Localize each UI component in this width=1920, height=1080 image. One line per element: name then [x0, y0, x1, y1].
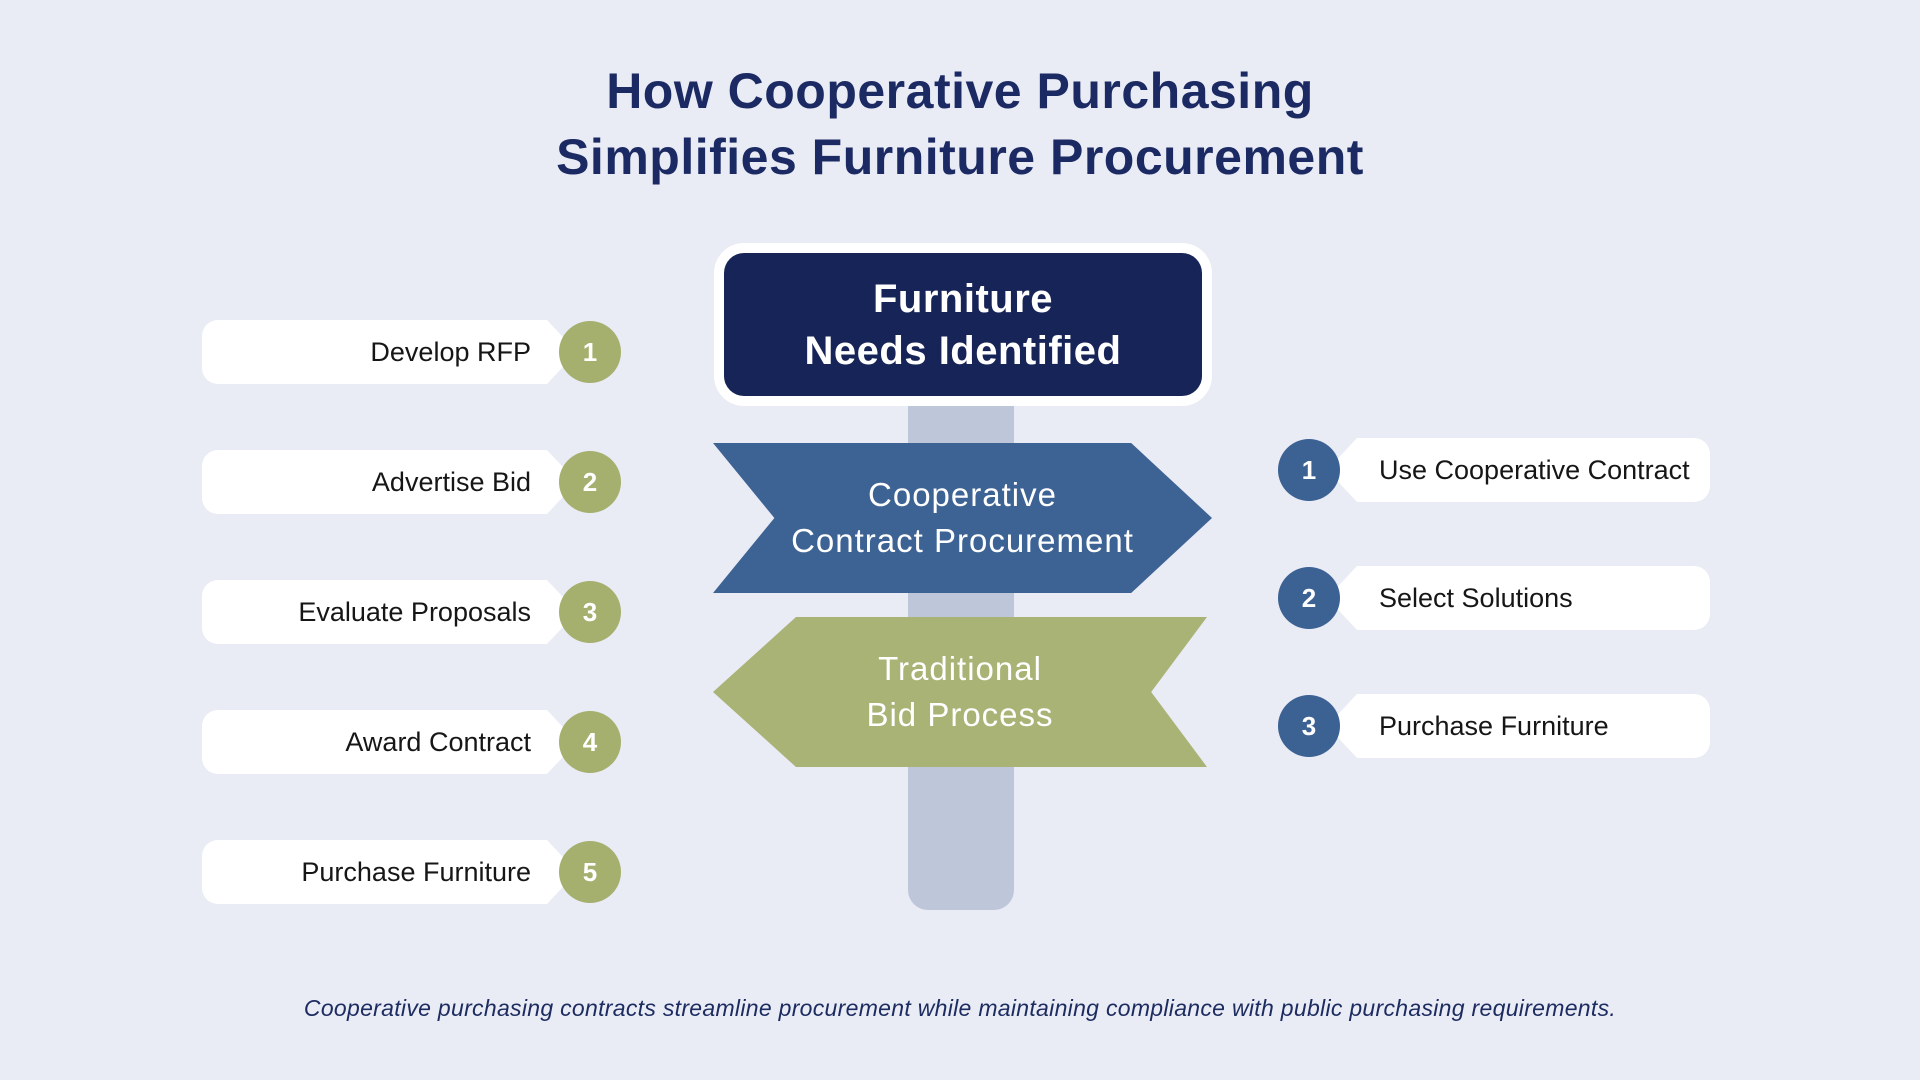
- step-number-badge: 4: [559, 711, 621, 773]
- step-number-badge: 1: [1278, 439, 1340, 501]
- step-number-badge: 2: [559, 451, 621, 513]
- footnote-text: Cooperative purchasing contracts streaml…: [303, 995, 1617, 1021]
- furniture-needs-sign: Furniture Needs Identified: [714, 243, 1212, 406]
- step-number-badge: 1: [559, 321, 621, 383]
- step-card: Develop RFP: [202, 320, 577, 384]
- traditional-arrow-line2: Bid Process: [866, 696, 1054, 733]
- cooperative-step-row-2: 2 Select Solutions: [1278, 566, 1710, 630]
- step-label: Use Cooperative Contract: [1379, 455, 1690, 485]
- traditional-step-row-3: Evaluate Proposals 3: [202, 580, 622, 644]
- cooperative-step-row-3: 3 Purchase Furniture: [1278, 694, 1710, 758]
- furniture-needs-sign-panel: Furniture Needs Identified: [724, 253, 1202, 396]
- furniture-needs-line2: Needs Identified: [804, 328, 1122, 373]
- traditional-step-row-5: Purchase Furniture 5: [202, 840, 622, 904]
- traditional-step-row-1: Develop RFP 1: [202, 320, 622, 384]
- traditional-step-row-4: Award Contract 4: [202, 710, 622, 774]
- traditional-step-row-2: Advertise Bid 2: [202, 450, 622, 514]
- cooperative-arrow-right: Cooperative Contract Procurement: [713, 443, 1212, 593]
- cooperative-step-row-1: 1 Use Cooperative Contract: [1278, 438, 1710, 502]
- step-label: Advertise Bid: [371, 467, 531, 497]
- step-label: Develop RFP: [370, 337, 531, 367]
- step-number-badge: 3: [559, 581, 621, 643]
- step-card: Purchase Furniture: [1327, 694, 1710, 758]
- cooperative-arrow-line1: Cooperative: [868, 475, 1057, 513]
- step-card: Select Solutions: [1327, 566, 1710, 630]
- step-number-badge: 3: [1278, 695, 1340, 757]
- traditional-arrow-left: Traditional Bid Process: [713, 617, 1207, 767]
- furniture-needs-line1: Furniture: [872, 276, 1054, 321]
- page-title-line2: Simplifies Furniture Procurement: [556, 129, 1364, 185]
- page-title-line1: How Cooperative Purchasing: [606, 63, 1314, 119]
- step-label: Purchase Furniture: [1379, 711, 1609, 741]
- step-card: Advertise Bid: [202, 450, 577, 514]
- step-card: Purchase Furniture: [202, 840, 577, 904]
- step-label: Evaluate Proposals: [298, 597, 531, 627]
- step-label: Award Contract: [345, 727, 531, 757]
- step-card: Use Cooperative Contract: [1327, 438, 1710, 502]
- step-label: Select Solutions: [1379, 583, 1573, 613]
- step-card: Award Contract: [202, 710, 577, 774]
- traditional-arrow-line1: Traditional: [878, 649, 1042, 687]
- step-number-badge: 2: [1278, 567, 1340, 629]
- step-label: Purchase Furniture: [301, 857, 531, 887]
- step-number-badge: 5: [559, 841, 621, 903]
- cooperative-arrow-line2: Contract Procurement: [791, 522, 1134, 559]
- step-card: Evaluate Proposals: [202, 580, 577, 644]
- page-title: How Cooperative Purchasing Simplifies Fu…: [0, 58, 1920, 190]
